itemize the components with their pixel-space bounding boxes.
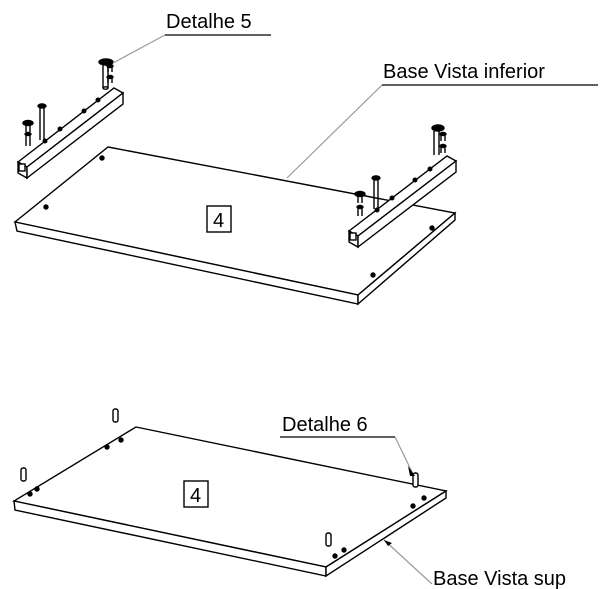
top-view-arrow-icon	[384, 540, 392, 546]
detail-6-arrow-icon	[408, 466, 415, 476]
upper-part-number-box	[206, 205, 232, 233]
right-rail	[347, 155, 458, 249]
lower-part-number-box	[183, 480, 209, 508]
lower-assembly	[12, 408, 448, 578]
upper-part-number: 4	[213, 210, 224, 232]
detail-5-label: Detalhe 5	[166, 11, 252, 33]
left-rail-screws	[22, 58, 114, 146]
upper-base-panel	[13, 146, 457, 306]
right-rail-screws	[354, 124, 447, 216]
dowels	[20, 408, 419, 547]
lower-base-panel	[12, 426, 448, 578]
lower-part-number: 4	[190, 485, 201, 507]
upper-leaders	[112, 34, 383, 179]
upper-assembly	[13, 58, 458, 306]
left-rail	[16, 87, 125, 180]
lower-leaders	[383, 436, 433, 585]
upper-label-underlines	[165, 34, 598, 86]
bottom-view-label: Base Vista inferior	[383, 61, 545, 83]
detail-6-label: Detalhe 6	[282, 414, 368, 436]
top-view-label: Base Vista sup	[433, 568, 566, 589]
